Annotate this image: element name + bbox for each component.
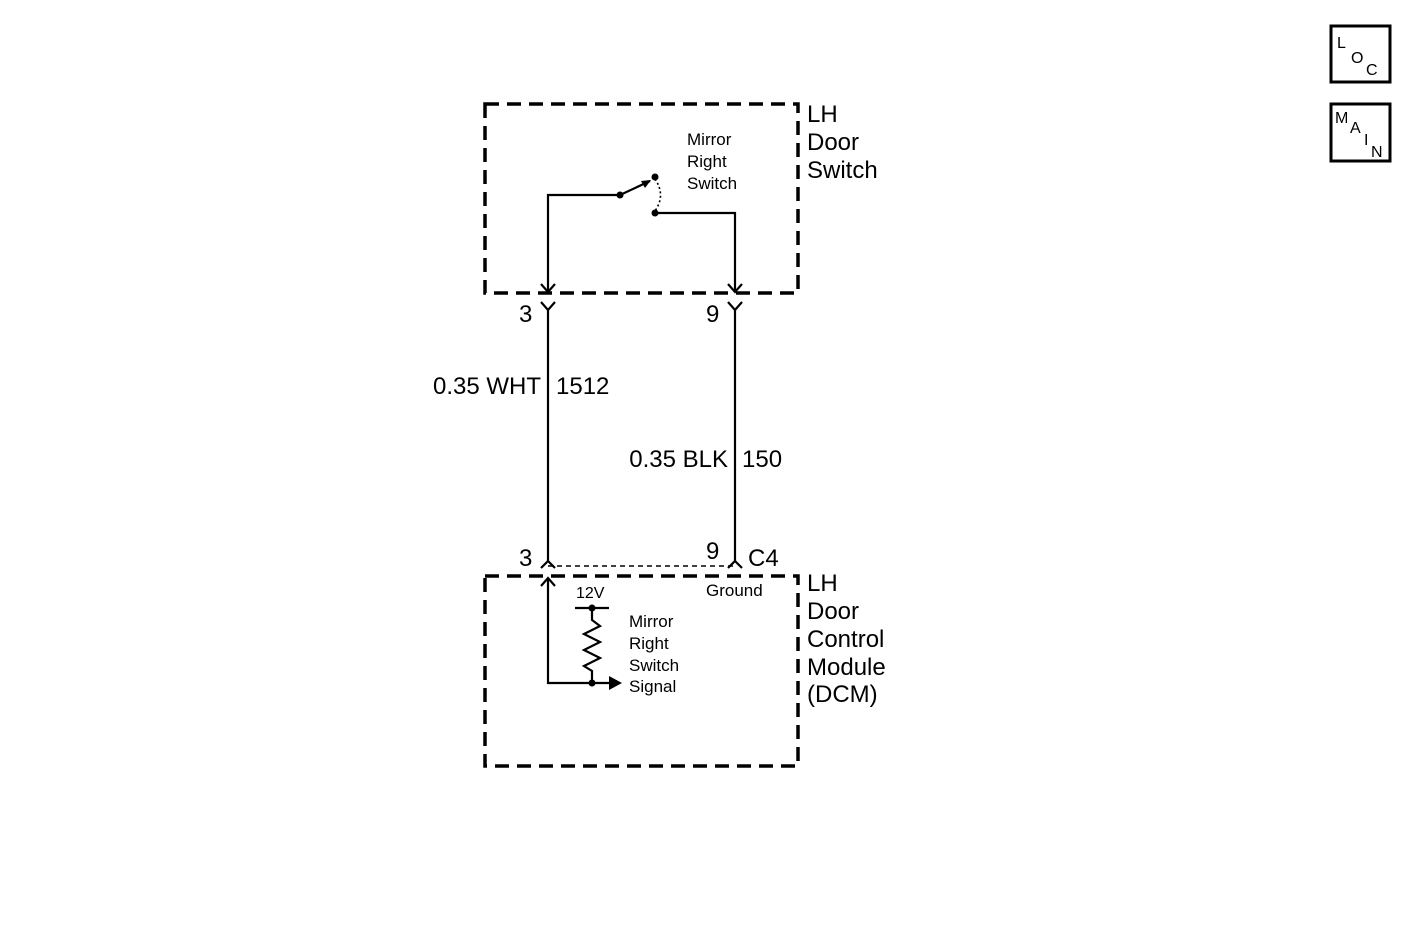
dcm-boundary [483,574,800,768]
dcm-name-line-3: Control [807,626,884,653]
main-letter-a: A [1350,120,1361,137]
pull-up-resistor-icon [581,608,603,683]
lower-pin-3-label: 3 [519,545,532,572]
dcm-name-line-5: (DCM) [807,681,878,708]
switch-label-line-1: Mirror [687,130,732,149]
wire-1512-circuit: 1512 [556,373,609,400]
main-letter-n: N [1371,144,1383,161]
signal-label-line-2: Right [629,634,669,653]
loc-letter-c: C [1366,62,1378,79]
upper-connector-pin9-icon [727,301,743,312]
door-switch-name-line-3: Switch [807,157,878,184]
main-letter-m: M [1335,110,1348,127]
voltage-label: 12V [576,585,605,602]
main-letter-i: I [1364,132,1368,149]
ground-label: Ground [706,581,763,600]
main-button-frame[interactable] [1329,102,1392,163]
door-switch-name-line-1: LH [807,101,838,128]
dcm-name-line-2: Door [807,598,859,625]
wire-150-size-color: 0.35 BLK [629,446,728,473]
door-switch-name-line-2: Door [807,129,859,156]
switch-blade-arrow-icon [641,180,651,188]
lower-pin-9-label: 9 [706,538,719,565]
signal-label-line-3: Switch [629,656,679,675]
switch-label-line-2: Right [687,152,727,171]
loc-button-frame[interactable] [1329,24,1392,84]
upper-pin-9-label: 9 [706,301,719,328]
switch-mechanical-link [654,178,662,212]
switch-right-lead [655,211,737,292]
main-button[interactable]: M A I N [1329,102,1392,163]
switch-contact-node [651,173,659,181]
loc-button[interactable]: L O C [1329,24,1392,84]
lower-connector-pin3-icon [540,559,556,569]
switch-left-lead [546,193,620,292]
signal-junction-node [588,679,596,687]
switch-label-line-3: Switch [687,174,737,193]
dcm-name-line-1: LH [807,570,838,597]
pin9-arrowhead-icon [727,283,743,294]
dcm-name-line-4: Module [807,654,886,681]
signal-arrow-icon [609,676,622,690]
lower-connector-id: C4 [748,545,779,572]
loc-letter-l: L [1337,35,1346,52]
door-switch-boundary [483,102,800,295]
pin3-arrowhead-icon [540,283,556,294]
lower-connector-pin9-icon [727,559,743,569]
wire-1512-size-color: 0.35 WHT [433,373,541,400]
upper-connector-pin3-icon [540,301,556,312]
signal-label-line-4: Signal [629,677,676,696]
signal-label-line-1: Mirror [629,612,674,631]
upper-pin-3-label: 3 [519,301,532,328]
wire-150-circuit: 150 [742,446,782,473]
loc-letter-o: O [1351,50,1363,67]
